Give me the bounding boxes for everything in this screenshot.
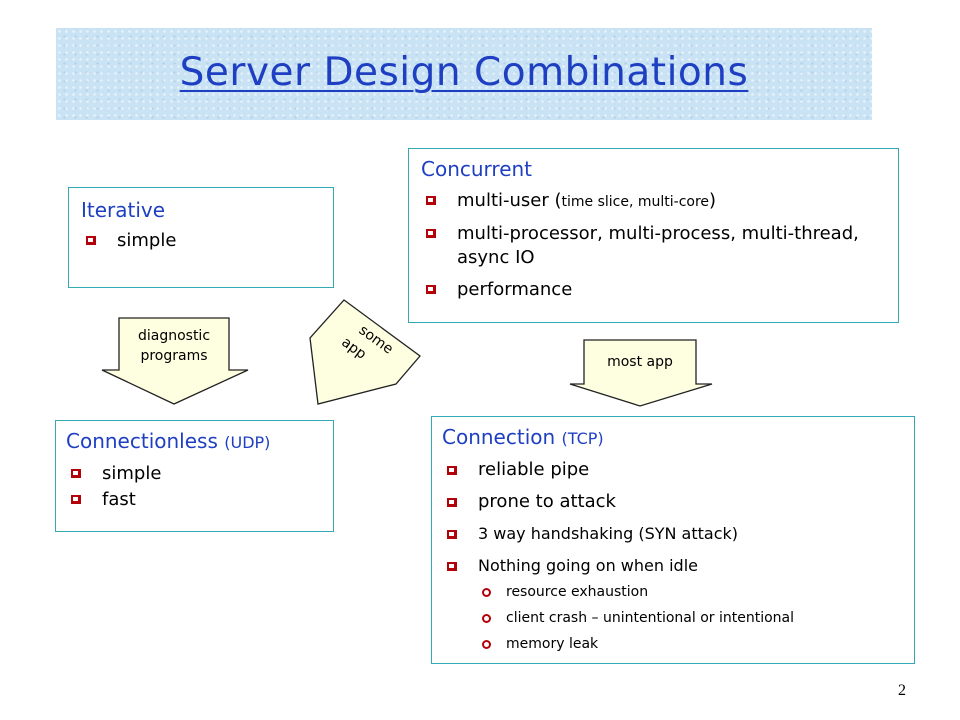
iterative-box: Iterative simple [68,187,334,288]
connection-sub-list: resource exhaustion client crash – unint… [442,583,904,653]
most-app-arrow: most app [566,338,716,408]
connection-item-handshake: 3 way handshaking (SYN attack) [442,523,904,545]
connection-box: Connection (TCP) reliable pipe prone to … [431,416,915,664]
concurrent-title: Concurrent [421,157,533,181]
iterative-list: simple [81,228,321,254]
connection-list: reliable pipe prone to attack 3 way hand… [442,459,904,577]
connectionless-item-fast: fast [66,487,323,513]
concurrent-item-performance: performance [421,278,886,302]
connection-title: Connection (TCP) [442,425,604,449]
down-arrow-icon [101,317,249,405]
connection-item-reliable: reliable pipe [442,459,904,481]
concurrent-item-multi-user: multi-user (time slice, multi-core) [421,189,886,214]
connectionless-item-simple: simple [66,461,323,487]
connection-item-idle: Nothing going on when idle [442,555,904,577]
connection-sub-item-crash: client crash – unintentional or intentio… [478,609,904,627]
connectionless-list: simple fast [66,461,323,513]
concurrent-box: Concurrent multi-user (time slice, multi… [408,148,899,323]
connectionless-box: Connectionless (UDP) simple fast [55,420,334,532]
diagonal-arrow-icon [309,299,421,405]
concurrent-item-multi-processor: multi-processor, multi-process, multi-th… [421,222,886,270]
connection-sub-item-leak: memory leak [478,635,904,653]
slide-title: Server Design Combinations [179,50,749,95]
page-number: 2 [898,682,906,699]
title-band: Server Design Combinations [56,28,872,120]
most-app-arrow-label: most app [607,354,673,370]
iterative-item: simple [81,228,321,254]
connection-sub-item-exhaustion: resource exhaustion [478,583,904,601]
concurrent-list: multi-user (time slice, multi-core) mult… [421,189,886,302]
iterative-title: Iterative [81,198,166,222]
down-arrow-icon [569,339,713,407]
connection-item-attack: prone to attack [442,491,904,513]
connectionless-title: Connectionless (UDP) [66,429,271,453]
